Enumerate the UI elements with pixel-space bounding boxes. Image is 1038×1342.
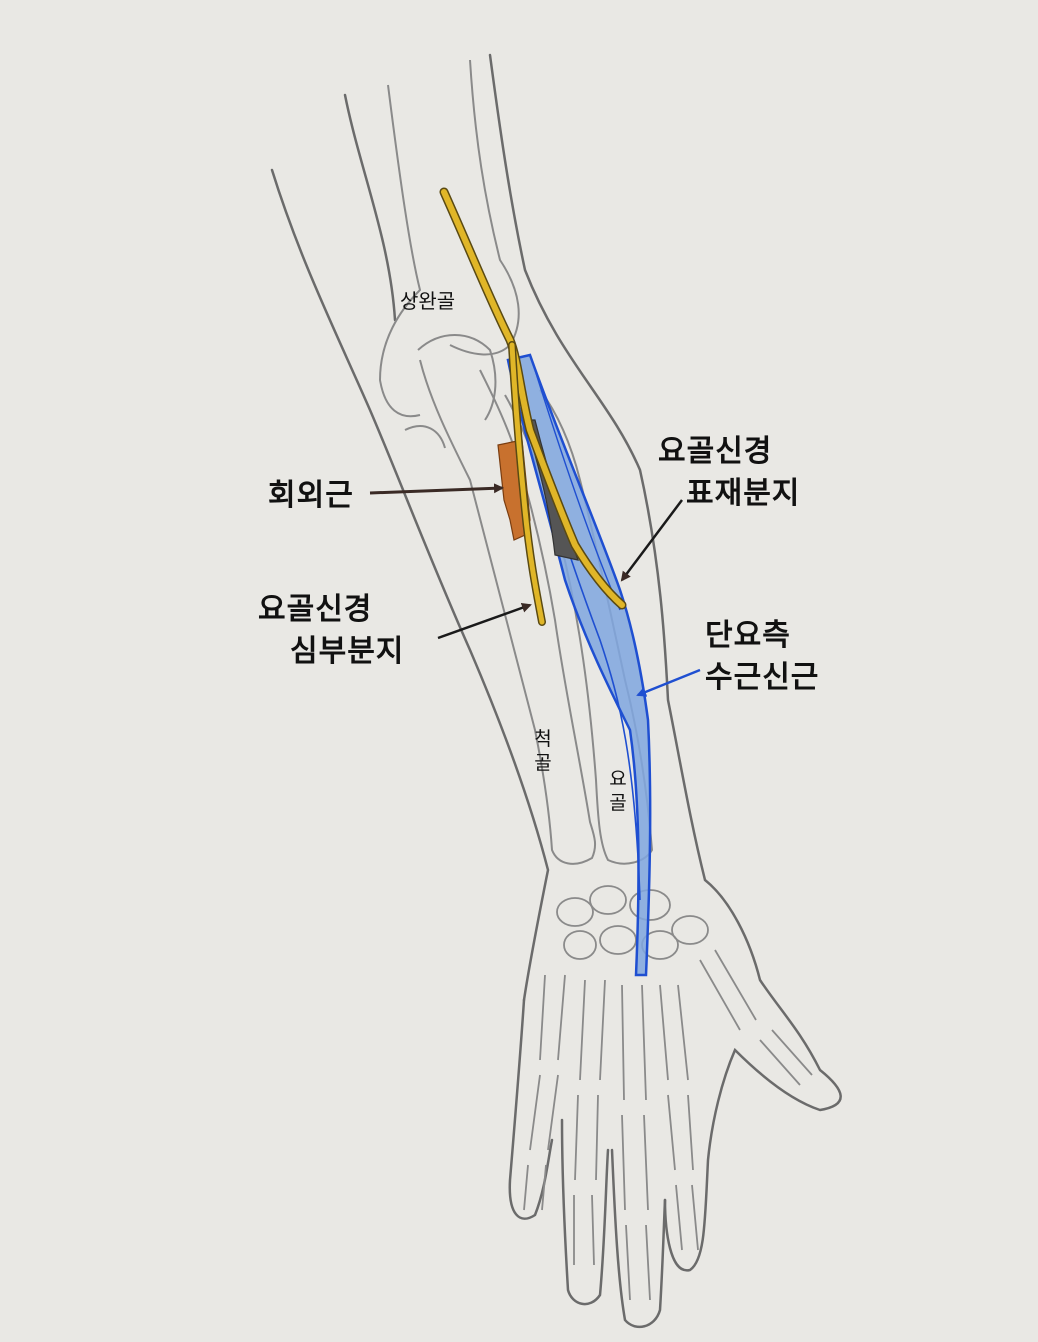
ecrb-arrow bbox=[636, 668, 701, 697]
superficial-branch-arrow bbox=[620, 499, 683, 582]
ulna-bone bbox=[404, 359, 597, 865]
ecrb-label-line1: 단요측 bbox=[705, 618, 791, 653]
arm-outline bbox=[270, 53, 842, 1329]
humerus-bone bbox=[378, 59, 520, 421]
supinator-arrow bbox=[369, 483, 504, 495]
humerus-label: 상완골 bbox=[400, 289, 456, 313]
radial-nerve bbox=[439, 187, 627, 626]
deep-branch-label-line2: 심부분지 bbox=[290, 634, 405, 669]
deep-branch-label-line1: 요골신경 bbox=[258, 592, 373, 627]
supinator-label: 회외근 bbox=[268, 478, 354, 513]
superficial-branch-label-line2: 표재분지 bbox=[686, 476, 801, 511]
ulna-label: 척골 bbox=[534, 728, 552, 774]
deep-branch-arrow bbox=[437, 602, 532, 640]
radius-label: 요골 bbox=[609, 768, 627, 814]
hand-bones bbox=[523, 885, 813, 1301]
ecrb-label-line2: 수근신근 bbox=[705, 660, 820, 695]
superficial-branch-label-line1: 요골신경 bbox=[658, 434, 773, 469]
